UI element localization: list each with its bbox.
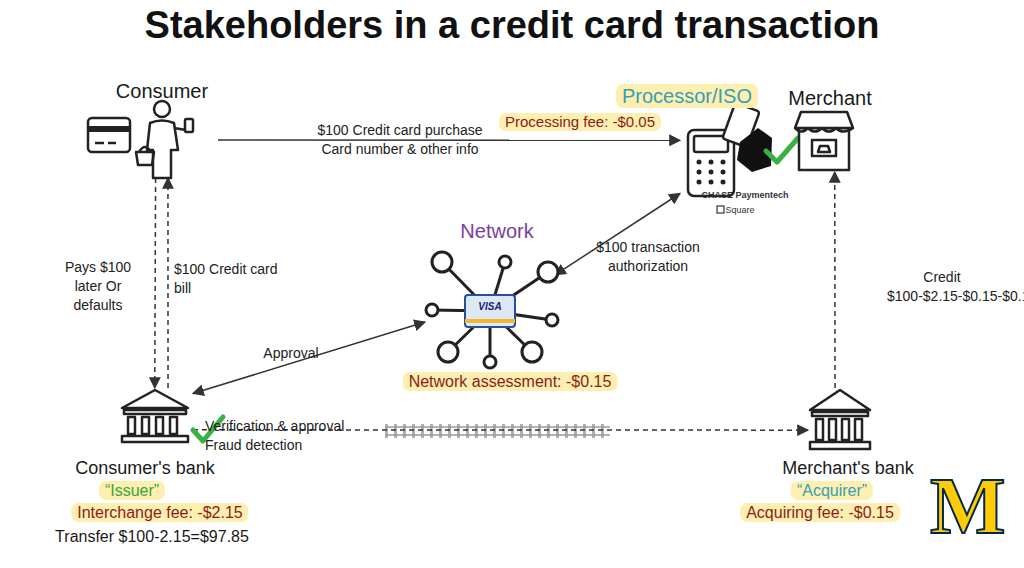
awning-scallop (795, 128, 853, 132)
hub-node (522, 342, 542, 362)
bank-icon (810, 390, 870, 449)
person-icon (136, 101, 193, 178)
bank-column (816, 419, 823, 440)
credit-card-icon (88, 118, 130, 152)
key (721, 160, 726, 165)
bank-base (810, 442, 870, 449)
basket (136, 152, 154, 165)
rail-ties (385, 424, 610, 438)
edge-label: Credit $100-$2.15-$0.15-$0.15-$0.05=$97.… (887, 268, 997, 306)
card-band (465, 319, 515, 323)
node-text: VISA (478, 301, 501, 313)
node-text: Processing fee: -$0.05 (499, 113, 661, 131)
stakeholder-node: Consumer's bank“Issuer”Interchange fee: … (118, 388, 193, 443)
node-heading: Consumer's bank (75, 458, 215, 480)
bank-roof (810, 390, 870, 410)
edge-label: $100 transaction authorization (583, 238, 713, 276)
card-line (108, 142, 116, 145)
flow-arrow (218, 139, 680, 141)
store-basket (818, 146, 830, 152)
node-heading: Network (460, 219, 533, 243)
bank-column (170, 417, 177, 434)
bank-icon (122, 390, 188, 442)
edge-label: Approval (246, 344, 336, 363)
bank-beam (124, 410, 186, 414)
hub-node (538, 262, 558, 282)
key (697, 170, 702, 175)
node-text: Network assessment: -$0.15 (403, 372, 618, 391)
diagram-title: Stakeholders in a credit card transactio… (0, 4, 1024, 47)
hub-node (432, 252, 452, 272)
flow-arrow (193, 322, 425, 393)
stakeholder-node: Merchant's bank“Acquirer”Acquiring fee: … (808, 388, 874, 450)
store-icon (795, 112, 853, 170)
bank-column (128, 417, 135, 434)
card-stripe (88, 126, 130, 132)
key (697, 160, 702, 165)
key (697, 180, 702, 185)
node-text: CHASE Paymentech (701, 190, 788, 201)
key (709, 180, 714, 185)
bank-column (842, 419, 849, 440)
logo-letter: M (930, 466, 1006, 546)
hub-node (546, 314, 558, 326)
rail-line (385, 426, 610, 428)
node-text: “Issuer” (99, 481, 165, 500)
key (709, 160, 714, 165)
card-terminal-icon (688, 103, 772, 196)
square-logo (717, 206, 724, 213)
node-text: Interchange fee: -$2.15 (71, 503, 248, 522)
dashed-flow-arrow (167, 178, 169, 388)
edge-label: Verification & approval Fraud detection (205, 417, 380, 455)
dashed-flow-arrow (154, 178, 156, 388)
bank-column (829, 419, 836, 440)
bank-column (142, 417, 149, 434)
store-wall (799, 128, 849, 170)
bank-base (122, 436, 188, 442)
card-body (88, 118, 130, 152)
node-heading: Processor/ISO (616, 84, 758, 108)
rail-line (385, 434, 610, 436)
stakeholder-node: NetworkVISANetwork assessment: -$0.15 (425, 245, 555, 360)
key (709, 170, 714, 175)
edge-label: $100 Credit card purchase Card number & … (305, 121, 495, 159)
edge-label: Pays $100 later Or defaults (52, 258, 144, 315)
bank-roof (122, 390, 188, 408)
node-heading: Merchant (788, 86, 871, 110)
bank-column (156, 417, 163, 434)
node-text: “Acquirer” (791, 481, 873, 500)
hub-node (438, 342, 458, 362)
node-text: Acquiring fee: -$0.15 (740, 503, 900, 522)
key (721, 170, 726, 175)
key (721, 180, 726, 185)
check-mark (766, 138, 798, 162)
bank-column (855, 419, 862, 440)
node-text: Transfer $100-2.15=$97.85 (55, 527, 249, 546)
edge-label: $100 Credit card bill (174, 260, 286, 298)
hub-node (426, 304, 438, 316)
held-card (185, 119, 193, 132)
node-heading: Merchant's bank (782, 458, 914, 480)
stakeholder-node: Consumer (88, 78, 218, 178)
person-body (147, 121, 178, 179)
store-awning (795, 112, 853, 128)
bank-beam (812, 412, 868, 416)
basket-handle (139, 147, 151, 152)
person-head (154, 101, 170, 117)
stakeholder-node: Merchant (788, 86, 873, 172)
keypad (697, 160, 726, 185)
stakeholder-node: Processor/ISOProcessing fee: -$0.05CHASE… (680, 108, 775, 203)
card-line (95, 142, 104, 145)
dashed-flow-arrow (834, 172, 836, 388)
hub-node (484, 356, 496, 368)
hub-node (499, 256, 511, 268)
network-card (465, 295, 515, 327)
node-heading: Consumer (116, 79, 208, 103)
store-window (812, 140, 836, 156)
network-hub-icon (426, 252, 558, 368)
node-text: Square (725, 205, 754, 216)
